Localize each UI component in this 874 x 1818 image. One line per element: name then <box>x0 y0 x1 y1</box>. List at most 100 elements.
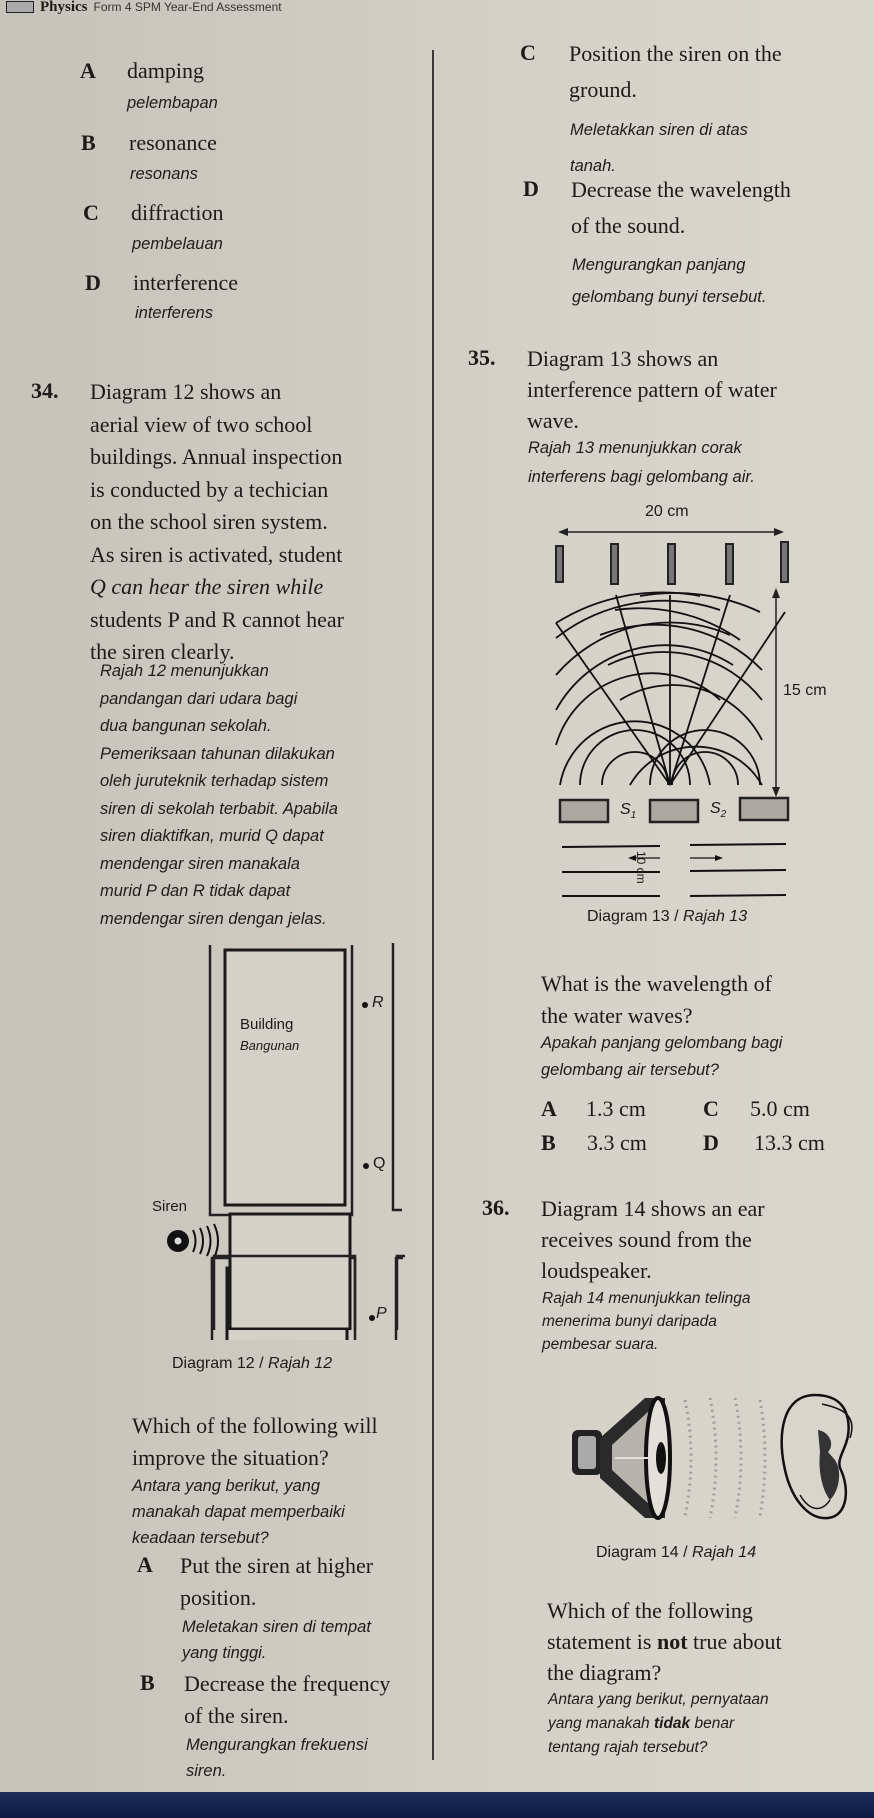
q35-question-ms: Apakah panjang gelombang bagi gelombang … <box>541 1030 782 1084</box>
option-line-ms: Mengurangkan frekuensi <box>186 1736 368 1754</box>
stem-line-ms: Rajah 13 menunjukkan corak <box>528 439 742 457</box>
question-text: yang manakah <box>548 1715 654 1732</box>
s1-letter: S <box>620 801 631 818</box>
option-line-ms: Mengurangkan panjang <box>572 256 746 274</box>
option-text: interference <box>133 270 239 295</box>
stem-line: loudspeaker. <box>541 1258 652 1283</box>
stem-line-ms: siren diaktifkan, murid Q dapat <box>100 827 324 845</box>
option-line: ground. <box>569 77 637 102</box>
point-r-label: R <box>372 994 384 1011</box>
emphasis-tidak: tidak <box>654 1715 691 1732</box>
building-label-ms: Bangunan <box>240 1038 300 1053</box>
stem-line: buildings. Annual inspection <box>90 444 343 469</box>
diagram-12: Building Bangunan R Q Siren <box>140 940 430 1350</box>
option-letter: D <box>523 176 539 201</box>
stem-line-ms: Pemeriksaan tahunan dilakukan <box>100 744 335 763</box>
q35-stem-ms: Rajah 13 menunjukkan corak interferens b… <box>528 434 755 492</box>
option-letter: C <box>83 200 99 225</box>
stem-line-ms: mendengar siren dengan jelas. <box>100 909 327 928</box>
option-line: of the sound. <box>571 213 686 238</box>
stem-line-ms: pembesar suara. <box>542 1336 659 1353</box>
q34-stem-ms: Rajah 12 menunjukkan pandangan dari udar… <box>100 658 440 933</box>
option-line: Decrease the frequency <box>184 1671 391 1696</box>
option-value: 1.3 cm <box>586 1096 646 1121</box>
caption-en: Diagram 14 / <box>596 1544 693 1561</box>
q34-question-en: Which of the following will improve the … <box>132 1410 378 1474</box>
q35-question-en: What is the wavelength of the water wave… <box>541 968 772 1032</box>
caption-en: Diagram 12 / <box>172 1355 269 1372</box>
header-title: Form 4 SPM Year-End Assessment <box>93 0 282 14</box>
option-line: Decrease the wavelength <box>571 177 791 202</box>
question-line-ms: Antara yang berikut, pernyataan <box>548 1691 769 1708</box>
option-value: 13.3 cm <box>754 1130 825 1155</box>
stem-line-ms: Rajah 12 menunjukkan <box>100 662 269 680</box>
option-value: 5.0 cm <box>750 1096 810 1121</box>
option-letter: C <box>703 1096 719 1121</box>
question-line: the diagram? <box>547 1660 662 1685</box>
stem-line: students P and R cannot hear <box>90 606 344 632</box>
diagram-13-caption: Diagram 13 / Rajah 13 <box>587 908 747 926</box>
option-line-ms: gelombang bunyi tersebut. <box>572 288 767 306</box>
stem-line: As siren is activated, student <box>90 541 343 567</box>
siren-label: Siren <box>152 1198 187 1215</box>
option-text: resonance <box>129 130 217 155</box>
s1-subscript: 1 <box>630 810 637 822</box>
question-line: Which of the following <box>547 1598 753 1623</box>
option-text-ms: Meletakkan siren di atas tanah. <box>570 112 748 184</box>
q34-stem-en: Diagram 12 shows an aerial view of two s… <box>90 376 430 669</box>
option-line-ms: Meletakan siren di tempat <box>182 1618 371 1636</box>
option-text: diffraction <box>131 200 224 225</box>
question-line-ms: Apakah panjang gelombang bagi <box>541 1034 783 1052</box>
question-number: 35. <box>468 345 496 370</box>
option-text-ms: pembelauan <box>132 235 223 253</box>
stem-line-ms: dua bangunan sekolah. <box>100 717 272 735</box>
question-text: statement is <box>547 1629 657 1654</box>
option-letter: D <box>85 270 101 295</box>
building-label: Building <box>240 1016 294 1033</box>
option-letter: A <box>80 58 96 83</box>
question-line-ms: manakah dapat memperbaiki <box>132 1503 345 1521</box>
stem-line-ms: interferens bagi gelombang air. <box>528 468 755 486</box>
stem-line: receives sound from the <box>541 1227 752 1252</box>
option-letter: B <box>140 1670 155 1695</box>
stem-line-ms: murid P dan R tidak dapat <box>100 882 291 900</box>
option-line: of the siren. <box>184 1703 289 1728</box>
stem-line: is conducted by a techician <box>90 476 329 502</box>
stem-line: on the school siren system. <box>90 509 328 534</box>
diagram-12-caption: Diagram 12 / Rajah 12 <box>172 1355 332 1373</box>
publisher-logo-icon <box>6 1 34 13</box>
option-text-ms: interferens <box>135 304 213 322</box>
emphasis-not: not <box>656 1629 688 1654</box>
stem-line-ms: pandangan dari udara bagi <box>100 689 298 708</box>
option-text-ms: resonans <box>130 165 198 183</box>
q36-stem-en: Diagram 14 shows an ear receives sound f… <box>541 1193 765 1286</box>
interference-pattern-diagram <box>555 528 790 897</box>
column-divider <box>432 50 434 1760</box>
loudspeaker-icon <box>572 1396 672 1520</box>
loudspeaker-ear-diagram <box>572 1393 853 1520</box>
stem-line: Diagram 14 shows an ear <box>541 1196 765 1221</box>
bottom-building-drawing <box>212 1212 405 1330</box>
option-text: Decrease the frequency of the siren. <box>184 1668 390 1732</box>
option-letter: B <box>81 130 96 155</box>
stem-line-ms: menerima bunyi daripada <box>542 1313 717 1330</box>
point-p-label: P <box>376 1305 387 1323</box>
caption-ms: Rajah 13 <box>683 908 748 925</box>
width-label: 20 cm <box>645 503 689 520</box>
question-line: What is the wavelength of <box>541 971 772 996</box>
stem-line-ms: Rajah 14 menunjukkan telinga <box>542 1290 751 1307</box>
stem-line: Diagram 13 shows an <box>527 346 719 371</box>
option-text-ms: pelembapan <box>127 94 218 112</box>
gap-label: 10 cm <box>634 851 648 884</box>
caption-ms: Rajah 12 <box>268 1355 333 1372</box>
question-line: improve the situation? <box>132 1445 329 1470</box>
stem-line: wave. <box>527 408 579 433</box>
option-text: Position the siren on the ground. <box>569 36 782 108</box>
q35-stem-en: Diagram 13 shows an interference pattern… <box>527 343 777 436</box>
ear-icon <box>780 1393 853 1520</box>
stem-line-ms: siren di sekolah terbabit. Apabila <box>100 799 338 818</box>
option-letter: C <box>520 40 536 65</box>
question-line-ms: tentang rajah tersebut? <box>548 1739 708 1756</box>
option-text: damping <box>127 58 204 83</box>
